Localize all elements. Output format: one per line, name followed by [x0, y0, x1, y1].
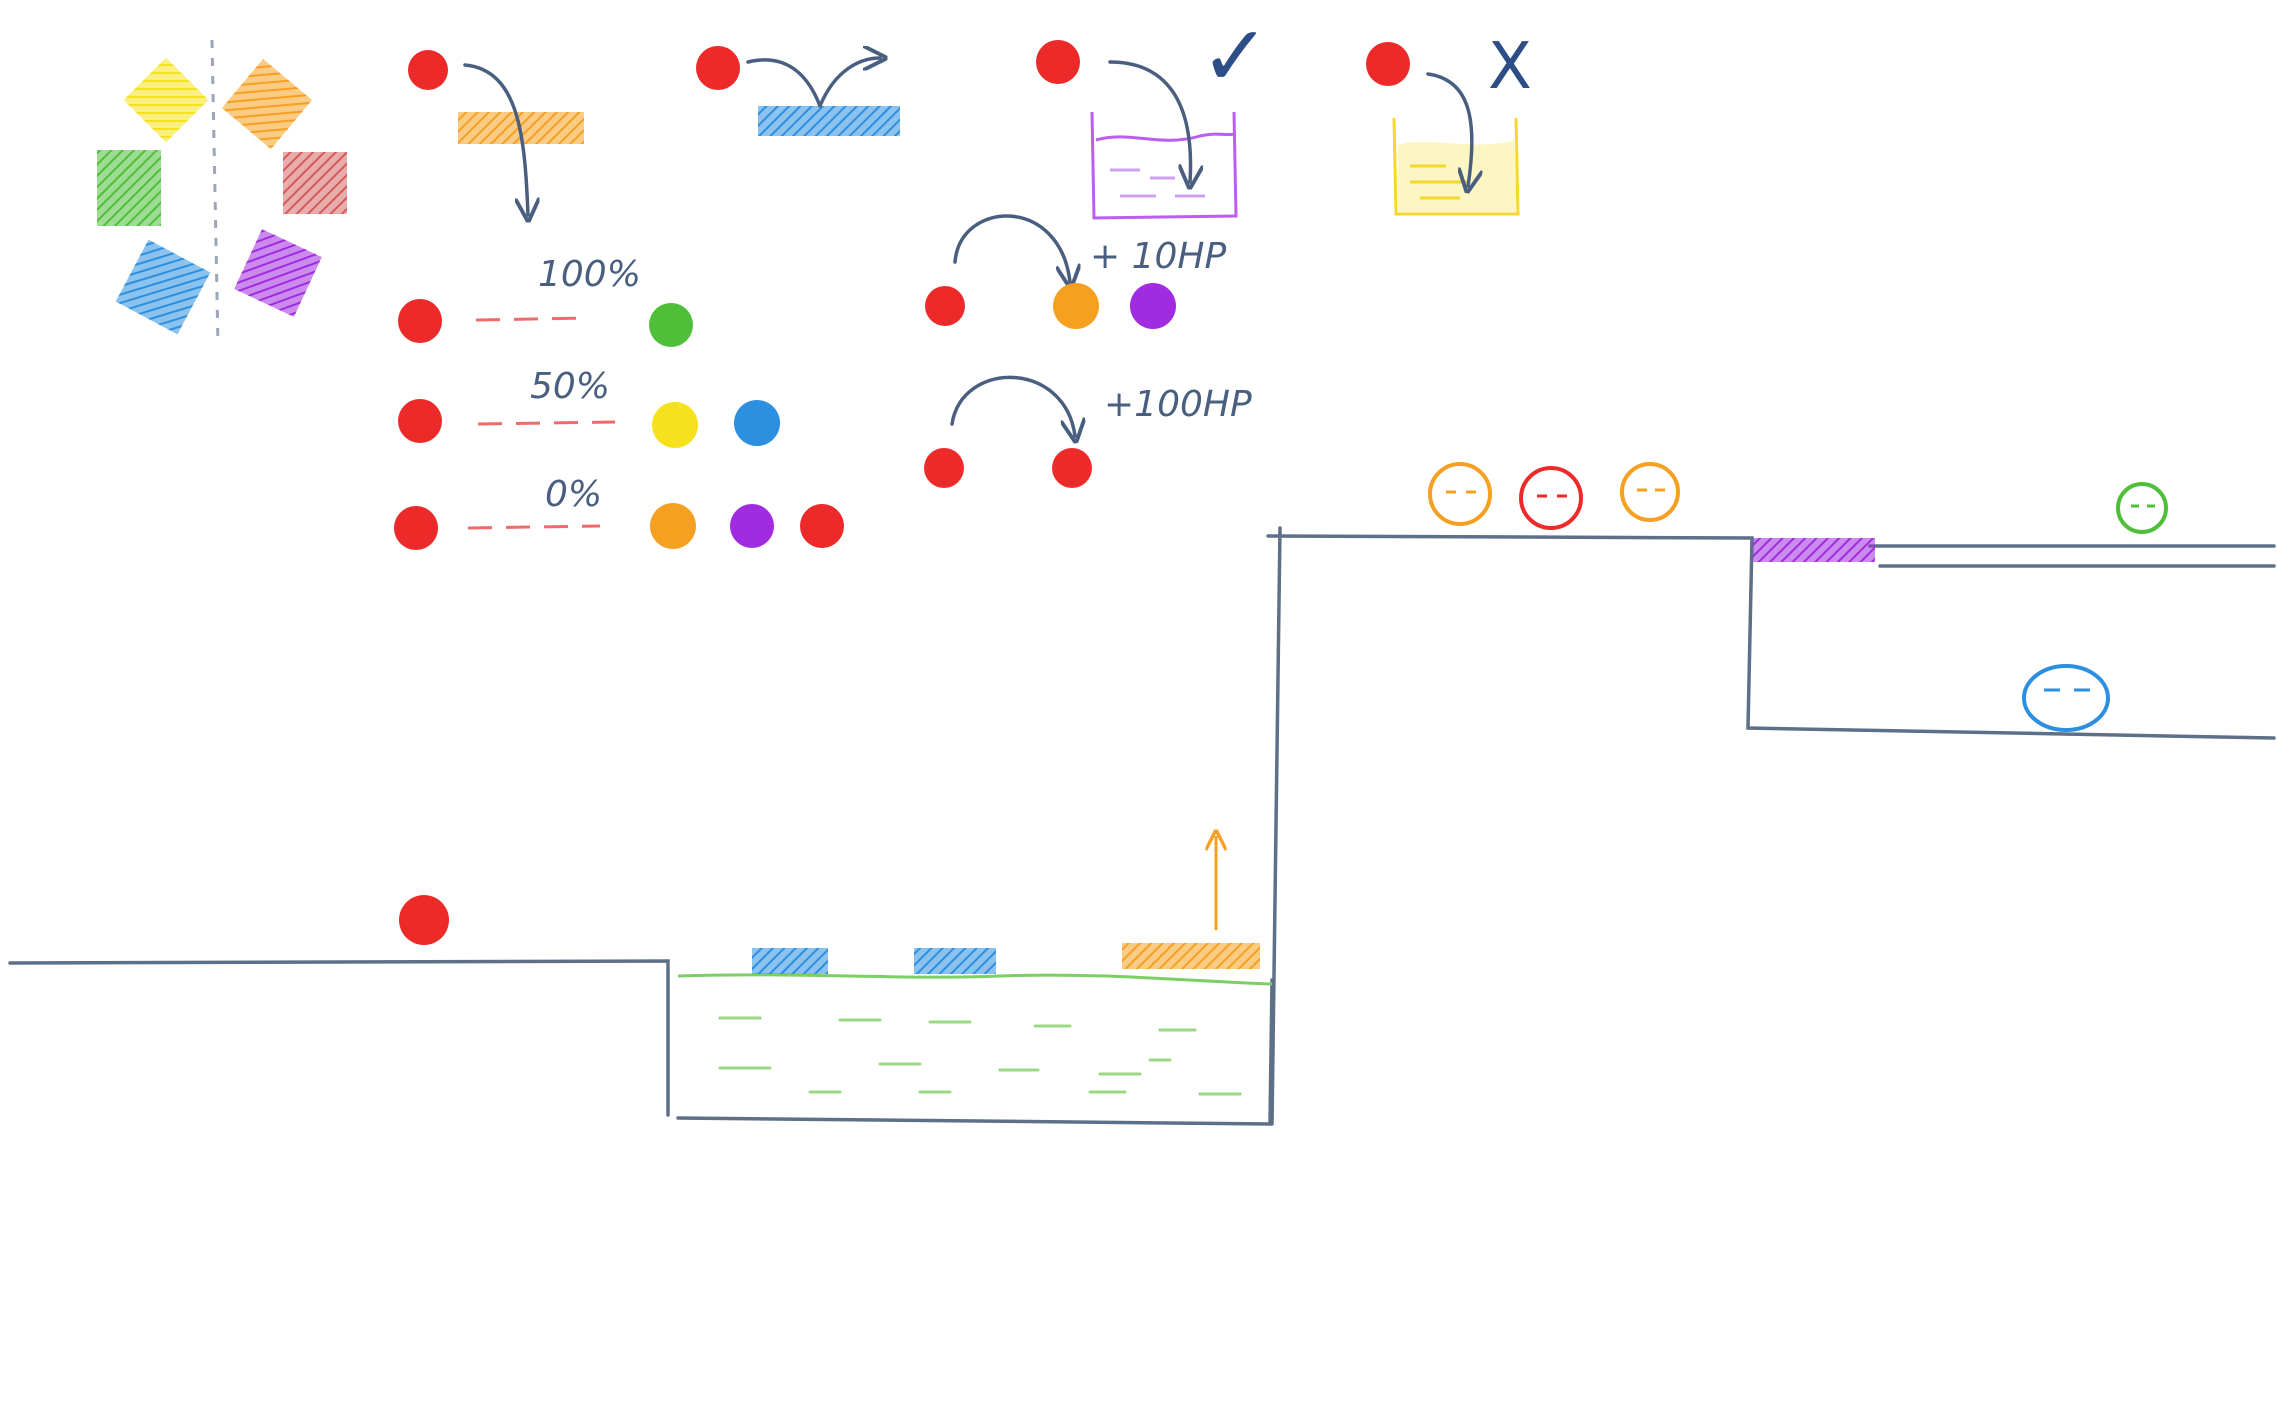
damage-table: 100% 50% 0% — [394, 254, 844, 550]
ball-red — [925, 286, 965, 326]
target-yellow — [652, 402, 698, 448]
target-orange — [650, 503, 696, 549]
heal-rule: + 10HP — [925, 214, 1226, 329]
rule-purple-liquid: ✓ — [1036, 7, 1270, 220]
target-orange — [1053, 283, 1099, 329]
attack-dash-line — [467, 524, 601, 530]
ball-red — [696, 46, 740, 90]
ball-red — [398, 299, 442, 343]
level — [8, 462, 2276, 1126]
x-mark: X — [1488, 30, 1532, 104]
ball-red — [398, 399, 442, 443]
enemy-orange — [1428, 462, 1492, 526]
fall-through-arrow-icon — [463, 63, 528, 215]
target-purple — [730, 504, 774, 548]
target-red — [800, 504, 844, 548]
water-surface — [677, 973, 1273, 986]
swatch-orange — [221, 58, 313, 150]
damage-percent: 100% — [538, 254, 641, 295]
damage-percent: 50% — [530, 366, 610, 407]
ground-left — [8, 959, 670, 1117]
liquid-purple-marks — [1110, 168, 1205, 198]
color-wheel — [97, 39, 347, 346]
container-purple — [1090, 111, 1238, 220]
damage-row: 100% — [398, 254, 693, 347]
attack-dash-line — [475, 316, 591, 322]
ball-red — [924, 448, 964, 488]
wall-upper-ground — [1266, 526, 2276, 1126]
platform-purple — [1753, 538, 1875, 562]
rule-blue-bounce — [696, 46, 900, 136]
ball-red — [394, 506, 438, 550]
swatch-purple — [234, 229, 322, 317]
heal-rule: +100HP — [924, 375, 1252, 488]
attack-dash-line — [477, 420, 616, 426]
enemy-green — [2116, 482, 2168, 534]
liquid-purple-surface — [1095, 132, 1235, 142]
damage-percent: 0% — [545, 474, 602, 515]
bounce-arrow-icon — [746, 58, 880, 108]
swatch-blue — [115, 239, 211, 335]
enemy-red — [1519, 466, 1583, 530]
enter-arrow-icon — [1108, 60, 1191, 182]
target-purple — [1130, 283, 1176, 329]
container-yellow — [1392, 117, 1520, 216]
platform-blue — [758, 106, 900, 136]
jump-arrow-icon — [950, 375, 1075, 436]
ball-red — [408, 50, 448, 90]
enter-arrow-icon — [1426, 72, 1472, 186]
player-ball-red[interactable] — [399, 895, 449, 945]
pool-basin — [676, 978, 1274, 1126]
water-ripples — [718, 1016, 1242, 1096]
platform-blue — [752, 948, 828, 974]
target-red — [1052, 448, 1092, 488]
swatch-red — [283, 152, 347, 214]
liquid-yellow-fill — [1398, 140, 1516, 212]
swatch-yellow — [123, 57, 209, 143]
heal-label: + 10HP — [1090, 236, 1226, 277]
target-blue — [734, 400, 780, 446]
ball-red — [1036, 40, 1080, 84]
platform-orange-launcher — [1122, 943, 1260, 969]
rule-yellow-liquid: X — [1366, 30, 1532, 216]
jump-arrow-icon — [953, 214, 1070, 282]
ball-red — [1366, 42, 1410, 86]
heal-rules: + 10HP +100HP — [924, 214, 1252, 488]
upper-right-ledge — [1868, 544, 2276, 568]
damage-row: 0% — [394, 474, 844, 550]
enemy-orange — [1620, 462, 1680, 522]
target-green — [649, 303, 693, 347]
platform-blue — [914, 948, 996, 974]
damage-row: 50% — [398, 366, 780, 448]
rule-orange-passthrough — [408, 50, 584, 215]
check-mark: ✓ — [1200, 7, 1270, 105]
swatch-green — [97, 150, 161, 226]
color-wheel-divider — [210, 39, 220, 346]
heal-label: +100HP — [1104, 384, 1252, 425]
enemy-blue-big — [2022, 664, 2110, 732]
